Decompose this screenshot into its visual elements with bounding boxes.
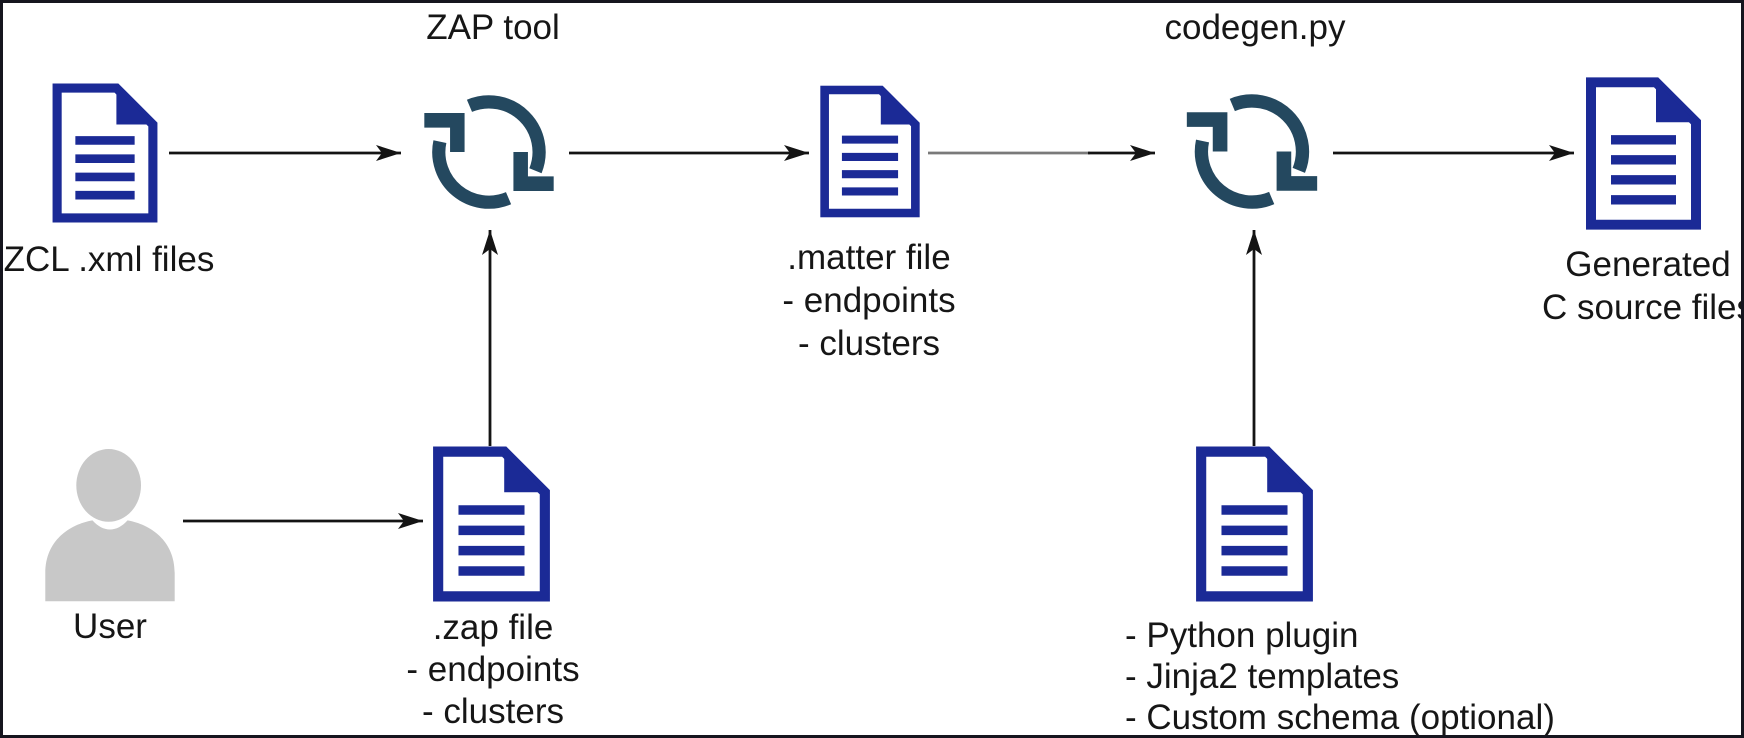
- zcl-xml-files-label: ZCL .xml files: [3, 240, 215, 279]
- codegen-inputs-label: - Python plugin - Jinja2 templates - Cus…: [1125, 616, 1555, 737]
- zap-tool-sync-icon: [415, 86, 563, 218]
- matter-file-document-icon: [816, 83, 924, 220]
- codegen-inputs-document-icon: [1191, 445, 1318, 603]
- codegen-sync-icon: [1178, 85, 1326, 218]
- zcl-xml-files-document-icon: [48, 83, 162, 223]
- zap-tool-title: ZAP tool: [426, 8, 560, 47]
- zap-file-label: .zap file - endpoints - clusters: [406, 608, 580, 731]
- generated-c-source-document-icon: [1581, 76, 1706, 231]
- zap-file-document-icon: [428, 445, 555, 603]
- matter-file-label: .matter file - endpoints - clusters: [782, 238, 956, 363]
- codegen-title: codegen.py: [1164, 8, 1346, 47]
- user-label: User: [73, 607, 147, 646]
- generated-c-source-label: Generated C source files: [1541, 245, 1741, 327]
- user-person-icon: [41, 449, 179, 604]
